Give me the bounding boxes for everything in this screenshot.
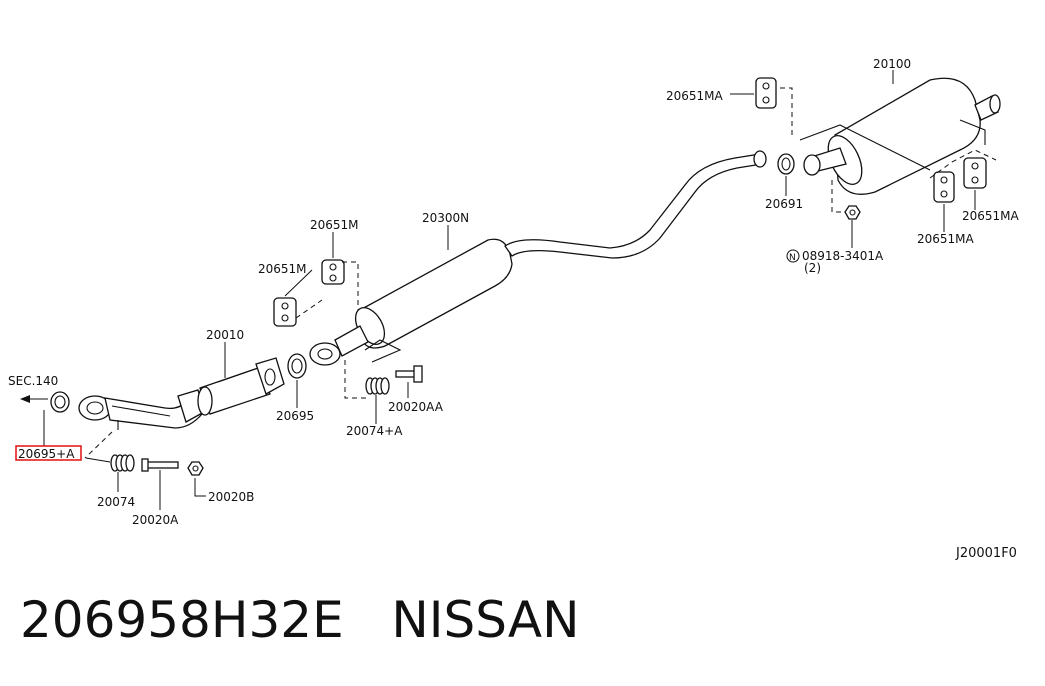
label-20695: 20695 [276,409,314,423]
label-08918: 08918-3401A [802,249,884,263]
part-caption: 206958H32E NISSAN [20,595,580,645]
highlight-box [15,445,82,461]
label-20020b: 20020B [208,490,254,504]
mount-rubber-20651m-upper [321,259,345,285]
label-sec-140: SEC.140 [8,374,58,388]
spring-20074a [365,377,390,395]
sec-140-arrow [20,395,48,403]
front-tube-20010 [78,357,285,430]
label-20651m-top: 20651M [310,218,359,232]
nut-08918 [844,205,861,220]
label-20651ma-right: 20651MA [962,209,1020,223]
exhaust-parts-diagram: SEC.140 20695+A 20074 20020A 20020B 2001… [8,57,1020,561]
mount-rubber-20651ma-bottom [933,171,955,203]
label-20695a-highlighted: 20695+A [18,447,75,461]
gasket-20695a [50,391,70,413]
main-muffler-20100 [799,77,1001,195]
mount-rubber-20651m-lower [273,297,297,327]
label-20651m-left: 20651M [258,262,307,276]
label-20300n: 20300N [422,211,469,225]
label-20074a: 20074+A [346,424,403,438]
label-20074: 20074 [97,495,135,509]
label-20100: 20100 [873,57,911,71]
n-symbol-circle [786,249,800,263]
spring-20074 [110,454,135,472]
bolt-20020a [141,458,179,472]
mount-rubber-20651ma-top [755,77,777,109]
caption-brand: NISSAN [391,591,580,649]
label-20651ma-top: 20651MA [666,89,724,103]
label-20691: 20691 [765,197,803,211]
label-20010: 20010 [206,328,244,342]
mount-rubber-20651ma-right [963,157,987,189]
nut-20020b [187,461,204,476]
diagram-code: J20001F0 [955,546,1017,561]
caption-part-number: 206958H32E [20,591,344,649]
leader-lines [43,70,976,510]
gasket-20695 [287,353,307,379]
label-20020a: 20020A [132,513,179,527]
label-08918-qty: (2) [804,261,821,275]
assembly-dashed-lines [84,87,997,459]
label-20020aa: 20020AA [388,400,444,414]
bolt-20020aa [395,365,423,383]
label-20651ma-bottom: 20651MA [917,232,975,246]
center-muffler-20300n [309,150,767,366]
gasket-20691 [777,153,795,175]
label-n-prefix: N [789,253,796,263]
